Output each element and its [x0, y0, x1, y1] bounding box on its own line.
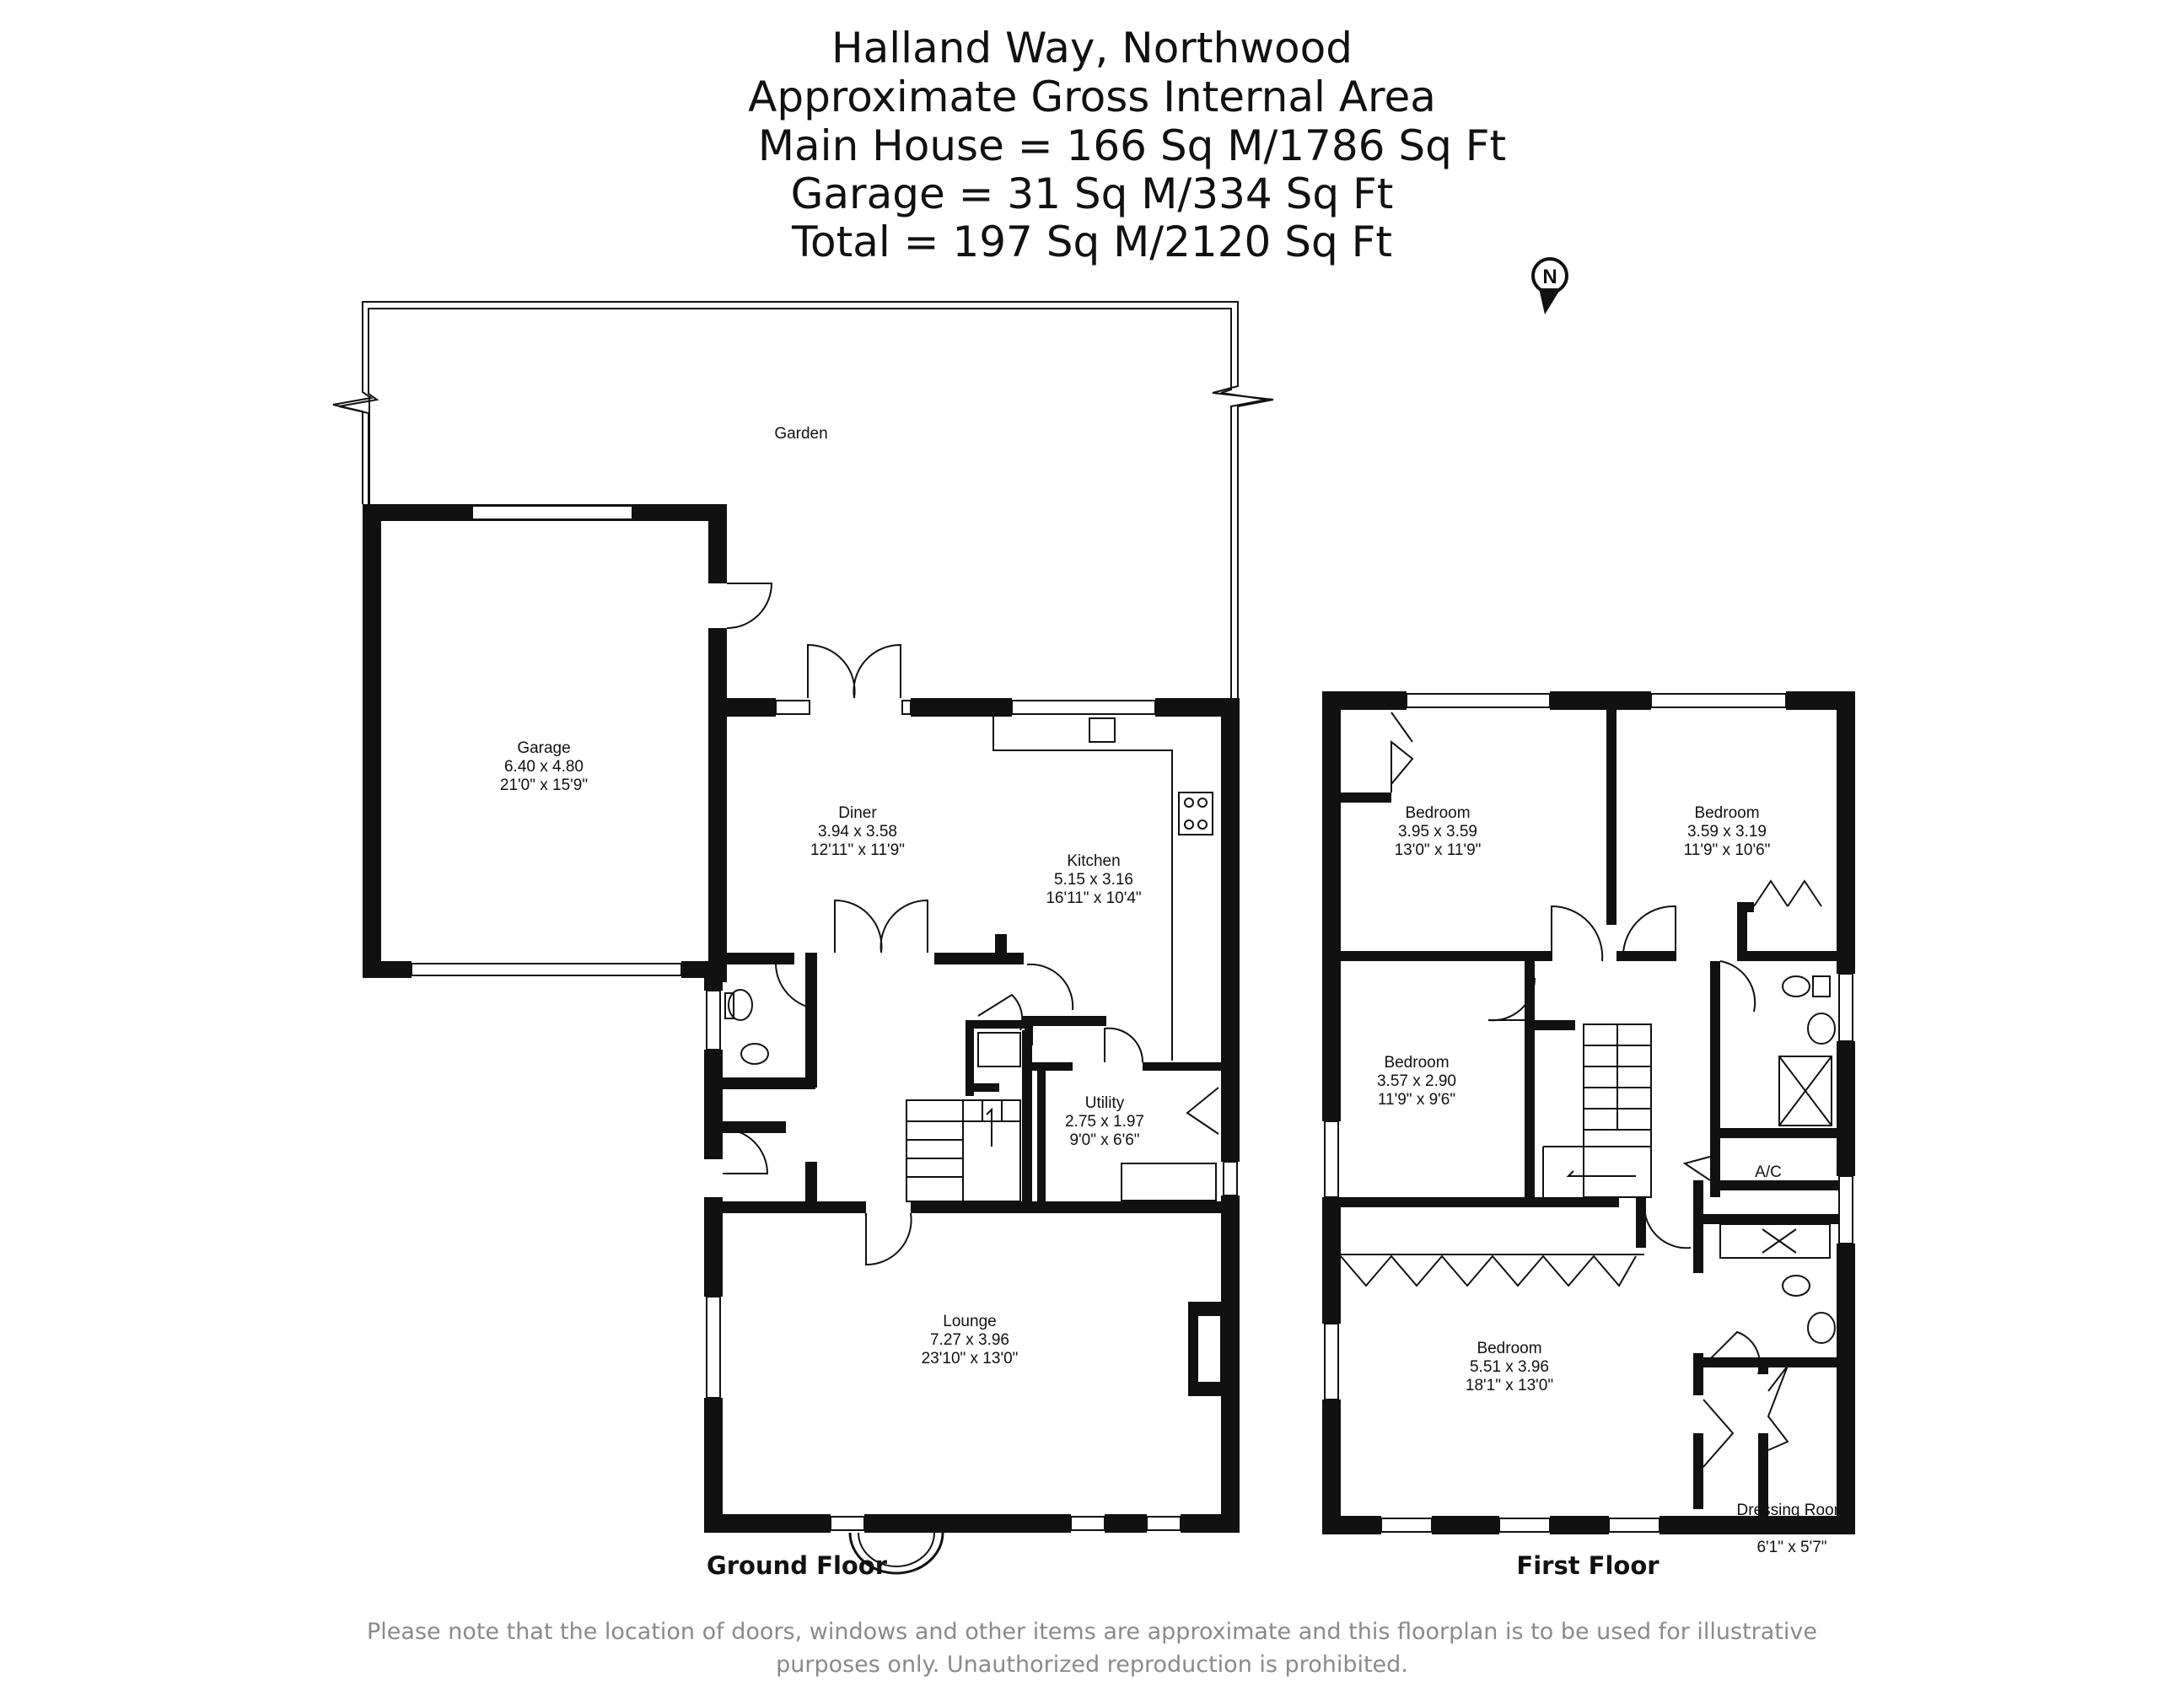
garage-label: Garage	[517, 739, 570, 757]
diner-imperial: 12'11" x 11'9"	[810, 841, 905, 859]
diner-label: Diner	[838, 804, 877, 822]
title-total: Total = 197 Sq M/2120 Sq Ft	[791, 218, 1392, 266]
disclaimer-line-1: Please note that the location of doors, …	[367, 1619, 1817, 1645]
garage-metric: 6.40 x 4.80	[504, 758, 584, 776]
bedroom3-metric: 3.57 x 2.90	[1377, 1072, 1456, 1090]
lounge-metric: 7.27 x 3.96	[930, 1331, 1009, 1349]
bedroom4-label: Bedroom	[1477, 1340, 1541, 1357]
utility-label: Utility	[1085, 1094, 1125, 1112]
kitchen-metric: 5.15 x 3.16	[1054, 871, 1133, 889]
bedroom2-label: Bedroom	[1694, 804, 1759, 822]
bedroom4-metric: 5.51 x 3.96	[1470, 1358, 1549, 1376]
ground-floor-fixtures	[722, 583, 1222, 1575]
lounge-imperial: 23'10" x 13'0"	[922, 1350, 1019, 1367]
north-compass-icon: N	[1531, 257, 1568, 314]
disclaimer-line-2: purposes only. Unauthorized reproduction…	[776, 1652, 1408, 1678]
title-area-heading: Approximate Gross Internal Area	[748, 73, 1436, 121]
title-address: Halland Way, Northwood	[831, 24, 1353, 73]
room-labels: Garage 6.40 x 4.80 21'0" x 15'9" Diner 3…	[500, 739, 1848, 1580]
garage-imperial: 21'0" x 15'9"	[500, 776, 588, 794]
bedroom1-imperial: 13'0" x 11'9"	[1395, 841, 1482, 859]
svg-text:N: N	[1542, 266, 1557, 288]
dressing-room-metric: 1.86 x 1.69	[1752, 1520, 1832, 1538]
dressing-room-label: Dressing Room	[1737, 1502, 1848, 1519]
dressing-room-imperial: 6'1" x 5'7"	[1756, 1539, 1826, 1556]
ac-label: A/C	[1755, 1163, 1782, 1181]
lounge-label: Lounge	[943, 1313, 996, 1330]
bedroom1-label: Bedroom	[1405, 804, 1470, 822]
title-main-house: Main House = 166 Sq M/1786 Sq Ft	[757, 121, 1507, 170]
bedroom4-imperial: 18'1" x 13'0"	[1466, 1377, 1553, 1394]
first-floor-label: First Floor	[1516, 1551, 1660, 1580]
bedroom2-metric: 3.59 x 3.19	[1687, 823, 1767, 841]
bedroom3-label: Bedroom	[1384, 1054, 1449, 1072]
ground-floor-walls	[363, 504, 1240, 1533]
garden-outline	[332, 301, 1274, 698]
garden-label: Garden	[774, 425, 827, 443]
diner-metric: 3.94 x 3.58	[818, 823, 897, 841]
kitchen-imperial: 16'11" x 10'4"	[1046, 889, 1141, 907]
bedroom3-imperial: 11'9" x 9'6"	[1378, 1091, 1455, 1109]
bedroom2-imperial: 11'9" x 10'6"	[1684, 841, 1771, 859]
first-floor-fixtures	[1340, 712, 1836, 1468]
kitchen-label: Kitchen	[1067, 852, 1120, 870]
ground-floor-label: Ground Floor	[707, 1551, 888, 1580]
first-floor-walls	[1322, 691, 1855, 1534]
bedroom1-metric: 3.95 x 3.59	[1398, 823, 1477, 841]
disclaimer: Please note that the location of doors, …	[0, 1615, 2184, 1681]
title-garage: Garage = 31 Sq M/334 Sq Ft	[790, 169, 1394, 218]
utility-imperial: 9'0" x 6'6"	[1069, 1131, 1139, 1149]
utility-metric: 2.75 x 1.97	[1065, 1113, 1144, 1131]
